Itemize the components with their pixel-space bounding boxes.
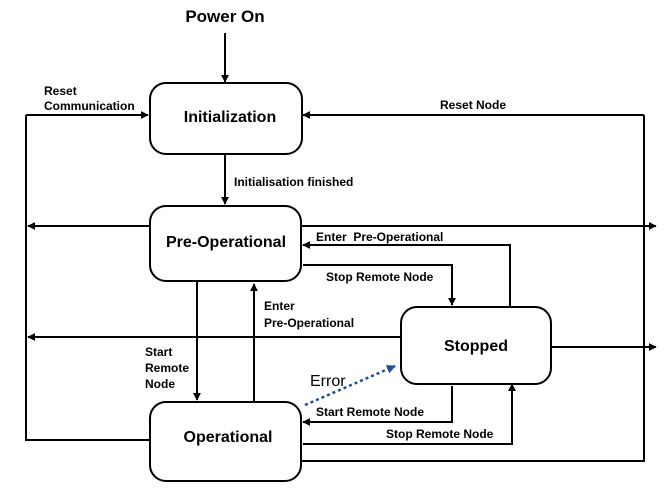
start-remote-node-bottom-arrow xyxy=(302,386,453,426)
reset-communication-label-line2: Communication xyxy=(44,99,135,113)
state-operational-label: Operational xyxy=(184,429,273,446)
right-bus-line xyxy=(302,115,645,462)
state-pre-operational-label: Pre-Operational xyxy=(166,234,286,251)
enter-preop-mid-label-line2: Pre-Operational xyxy=(264,316,354,330)
start-remote-node-left-label-line2: Remote xyxy=(145,361,189,375)
left-bus-line xyxy=(25,115,150,441)
enter-preop-mid-label-line1: Enter xyxy=(264,299,295,313)
stop-remote-node-top-label: Stop Remote Node xyxy=(326,270,434,284)
stop-remote-node-top-arrow xyxy=(303,264,456,306)
state-stopped-label: Stopped xyxy=(444,338,508,355)
state-initialization: Initialization xyxy=(149,82,303,155)
reset-communication-label-line1: Reset xyxy=(44,84,77,98)
stop-remote-node-bottom-label: Stop Remote Node xyxy=(386,427,494,441)
state-operational: Operational xyxy=(149,401,302,482)
start-remote-node-left-label-line1: Start xyxy=(145,345,172,359)
enter-preop-top-label: Enter Pre-Operational xyxy=(316,230,443,244)
error-arrow xyxy=(304,364,396,407)
state-initialization-label: Initialization xyxy=(184,109,276,126)
stop-remote-node-bottom-arrow xyxy=(303,383,516,445)
state-pre-operational: Pre-Operational xyxy=(149,205,302,282)
start-remote-node-bottom-label: Start Remote Node xyxy=(316,405,424,419)
error-label: Error xyxy=(310,373,346,390)
reset-node-label: Reset Node xyxy=(440,98,506,112)
state-stopped: Stopped xyxy=(400,306,552,385)
power-on-label: Power On xyxy=(185,7,264,26)
enter-preop-from-stopped-arrow xyxy=(302,241,511,307)
initialisation-finished-label: Initialisation finished xyxy=(234,175,353,189)
start-remote-node-left-label-line3: Node xyxy=(145,377,175,391)
